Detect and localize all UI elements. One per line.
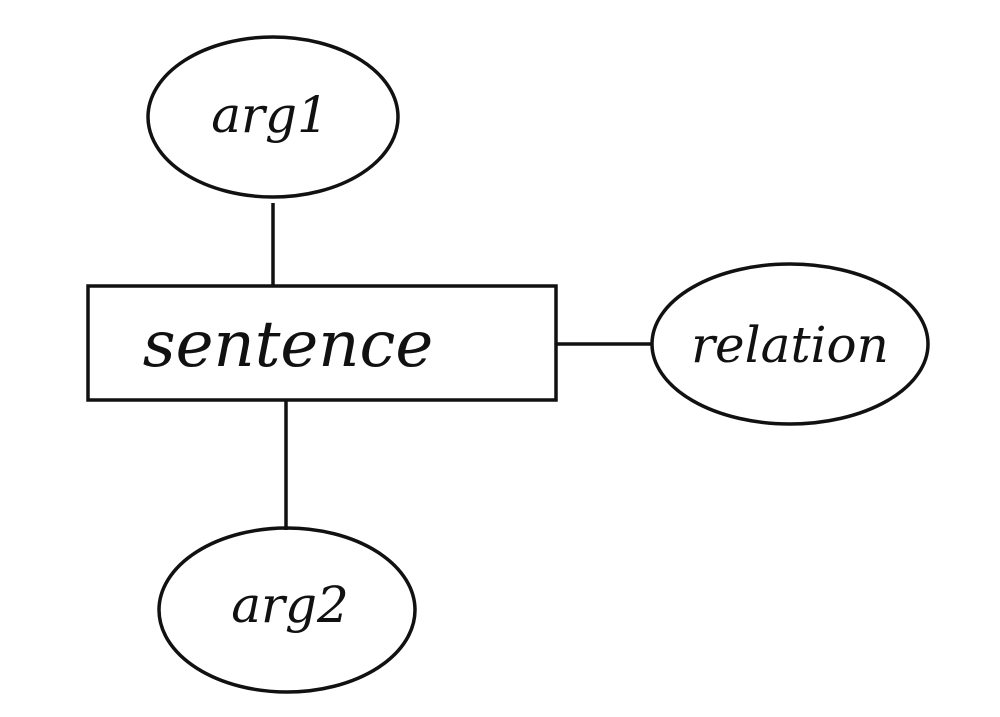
node-arg2-label: arg2	[231, 576, 349, 634]
node-arg1-shape	[146, 35, 400, 199]
node-sentence-shape	[86, 284, 558, 402]
node-arg1-label: arg1	[211, 86, 329, 144]
node-arg2-shape	[157, 526, 417, 694]
node-arg2[interactable]: arg2	[157, 526, 417, 694]
node-sentence[interactable]: sentence	[86, 284, 558, 402]
node-relation-shape	[650, 262, 930, 426]
node-relation[interactable]: relation	[650, 262, 930, 426]
node-arg1[interactable]: arg1	[146, 35, 400, 199]
node-sentence-label: sentence	[143, 308, 433, 382]
node-relation-label: relation	[691, 316, 889, 374]
